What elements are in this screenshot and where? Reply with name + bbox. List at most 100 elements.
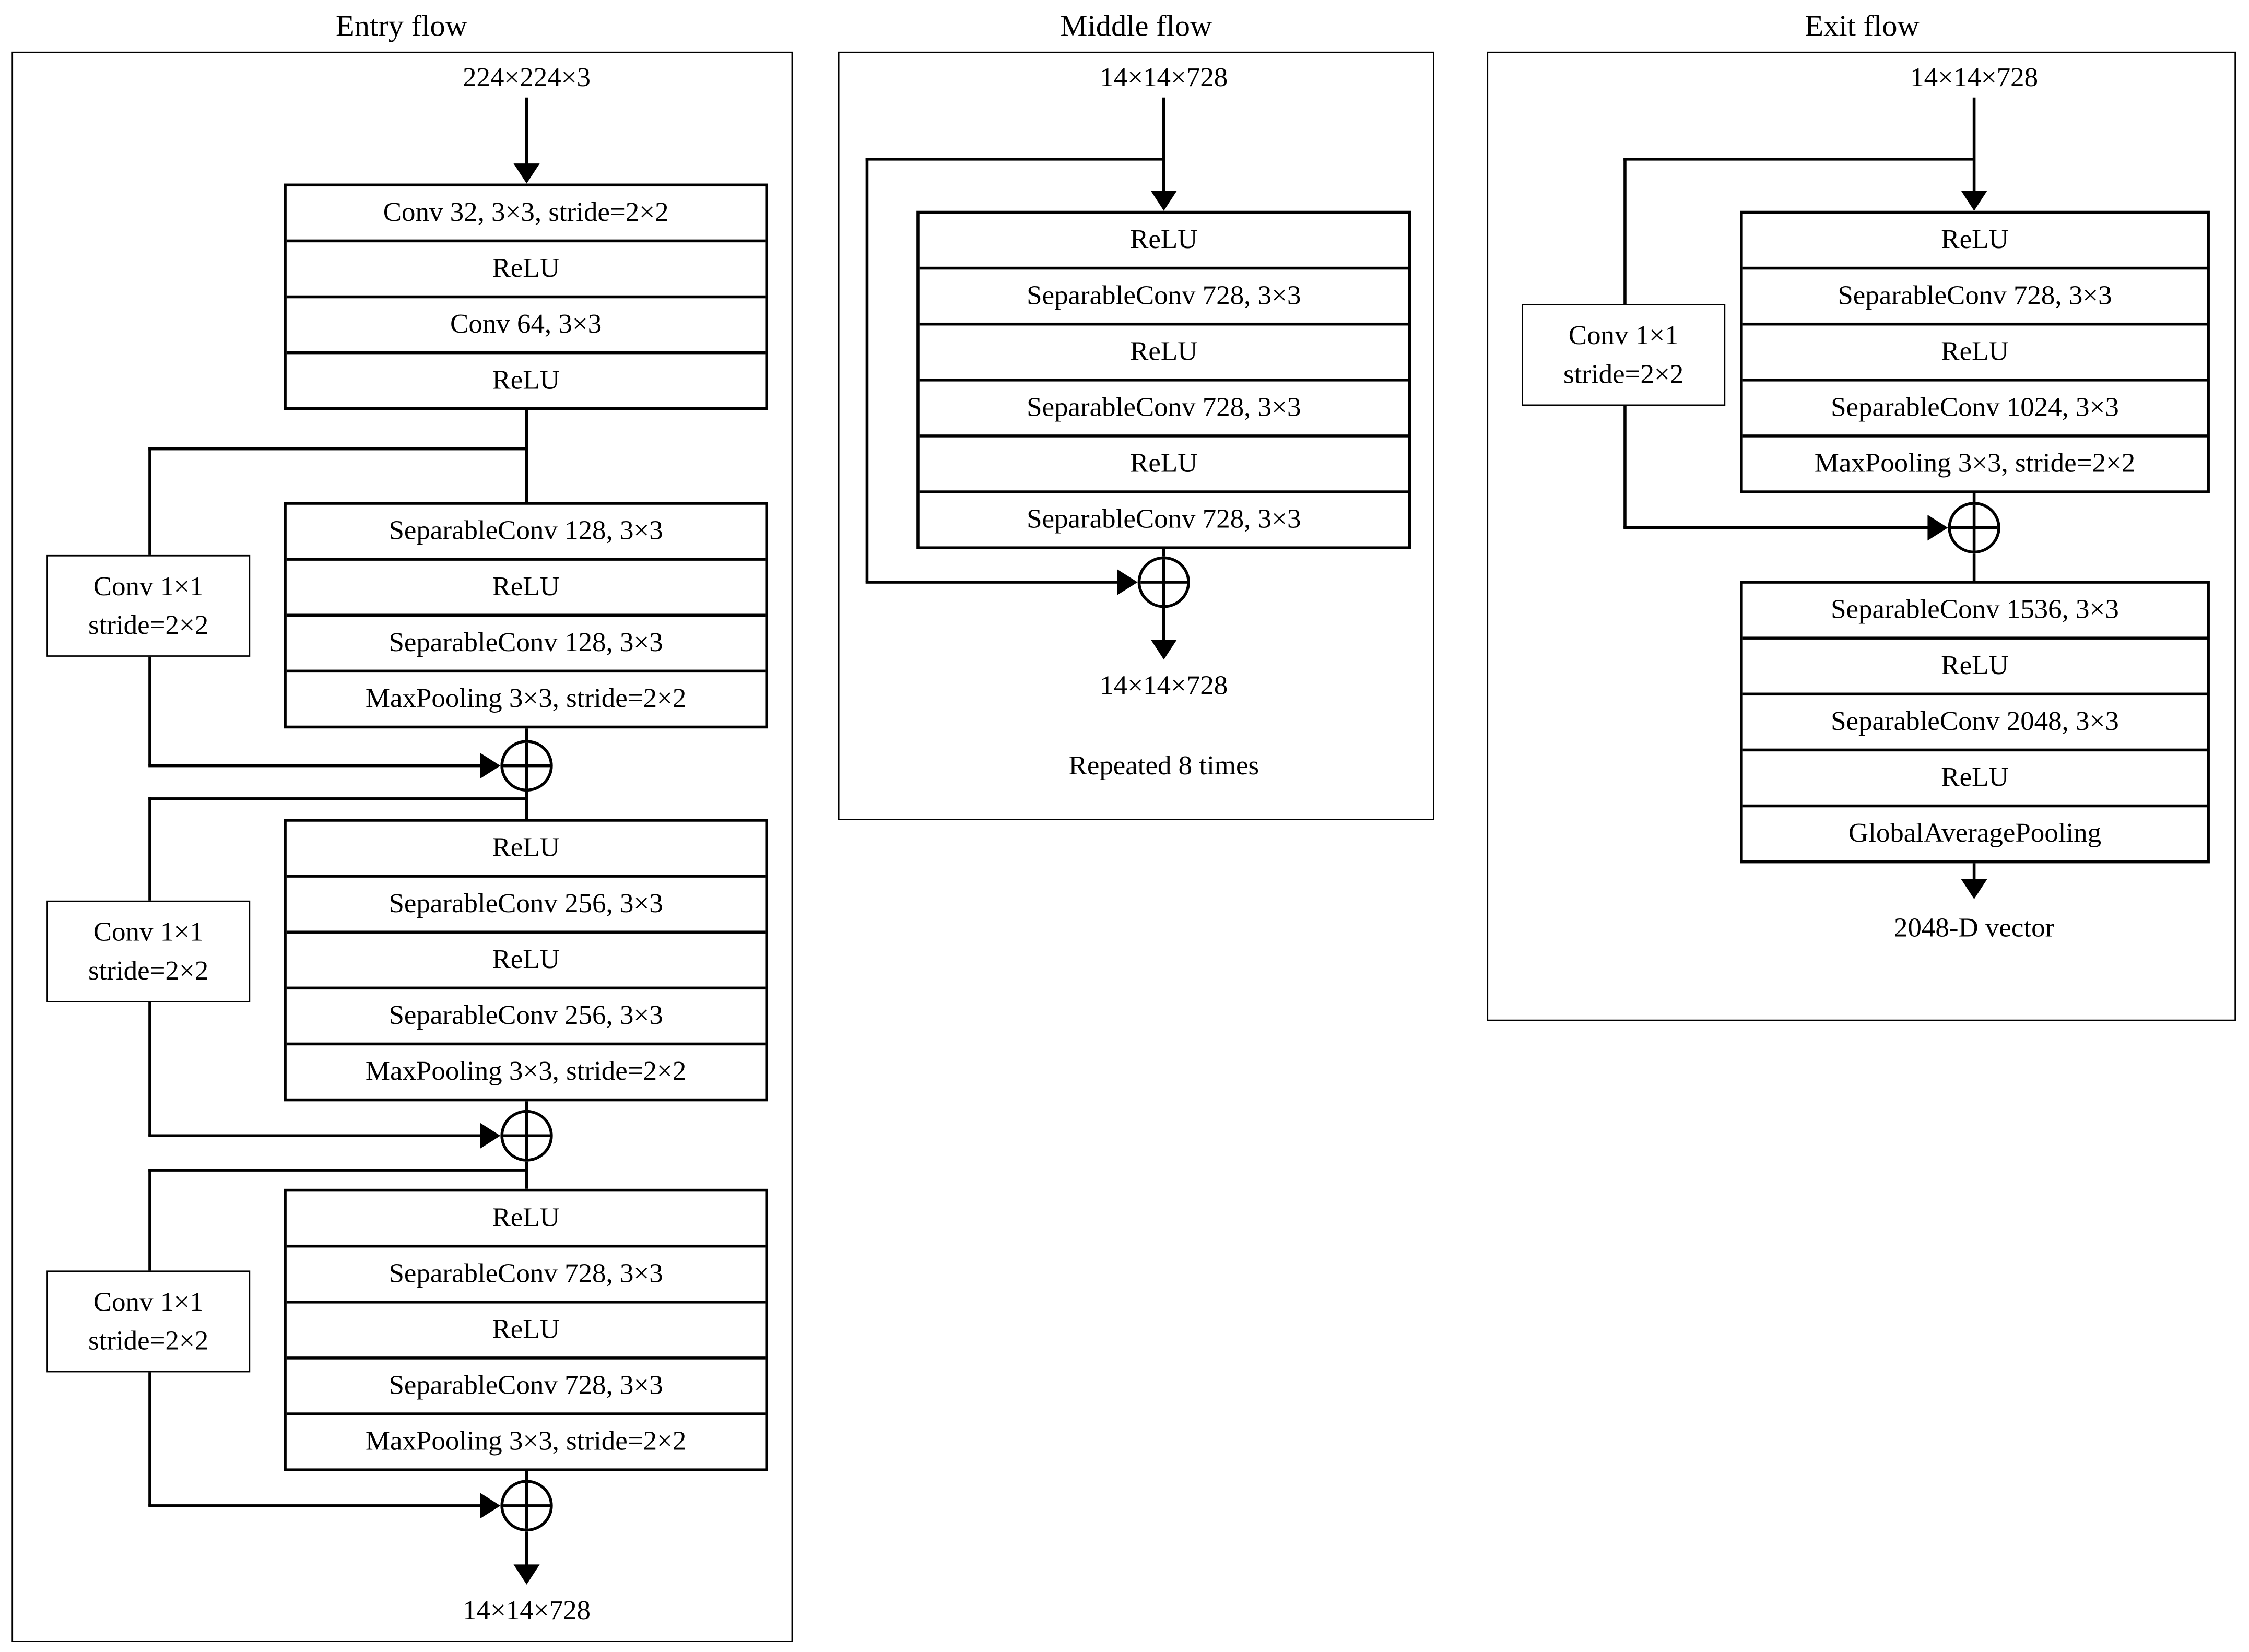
layer-row: Conv 32, 3×3, stride=2×2: [383, 197, 669, 228]
layer-row: SeparableConv 1536, 3×3: [1831, 594, 2119, 625]
middle-input-label: 14×14×728: [1100, 63, 1228, 93]
layer-row: ReLU: [286, 1301, 766, 1356]
arrow-down-icon: [1150, 639, 1177, 660]
plus-horizontal: [1951, 526, 1998, 529]
arrow-right-icon: [480, 1493, 501, 1519]
arrow-down-icon: [513, 163, 540, 184]
layer-row: ReLU: [286, 930, 766, 986]
layer-row: ReLU: [492, 832, 560, 863]
layer-row: SeparableConv 128, 3×3: [388, 515, 663, 546]
exit-flow-panel: [1487, 51, 2236, 1021]
skip-branch-line: [148, 447, 527, 451]
connector-line: [525, 1471, 528, 1480]
entry-flow-title: Entry flow: [336, 8, 467, 43]
skip-connector-line: [148, 764, 482, 768]
connector-line: [1972, 97, 1976, 193]
exit-input-label: 14×14×728: [1910, 63, 2039, 93]
connector-line: [525, 97, 528, 165]
add-merge-node: [500, 1110, 553, 1162]
skip-conv-box: Conv 1×1 stride=2×2: [46, 554, 251, 657]
connector-line: [1162, 608, 1165, 641]
layer-row: ReLU: [492, 1202, 560, 1233]
connector-line: [525, 728, 528, 740]
layer-row: SeparableConv 728, 3×3: [919, 379, 1408, 434]
add-merge-node: [1948, 502, 2000, 554]
layer-row: ReLU: [286, 239, 766, 296]
skip-branch-line: [148, 797, 527, 800]
plus-horizontal: [503, 1504, 550, 1507]
plus-horizontal: [1140, 581, 1187, 584]
layer-row: Conv 64, 3×3: [286, 295, 766, 351]
layer-row: ReLU: [1742, 748, 2207, 805]
entry-output-label: 14×14×728: [463, 1596, 591, 1626]
skip-connector-line: [148, 1504, 482, 1507]
layer-row: GlobalAveragePooling: [1742, 804, 2207, 860]
layer-row: ReLU: [1130, 224, 1198, 255]
connector-line: [1162, 97, 1165, 193]
layer-row: ReLU: [919, 434, 1408, 490]
entry-block2: SeparableConv 128, 3×3 ReLU SeparableCon…: [284, 502, 769, 729]
arrow-down-icon: [1150, 191, 1177, 211]
arrow-right-icon: [480, 1123, 501, 1149]
layer-row: MaxPooling 3×3, stride=2×2: [286, 1412, 766, 1468]
connector-line: [525, 1101, 528, 1110]
arrow-down-icon: [513, 1564, 540, 1585]
layer-row: ReLU: [919, 322, 1408, 379]
entry-block3: ReLU SeparableConv 256, 3×3 ReLU Separab…: [284, 819, 769, 1102]
skip-conv-box: Conv 1×1 stride=2×2: [1522, 304, 1726, 406]
skip-conv-line1: Conv 1×1: [93, 1287, 204, 1317]
connector-line: [1162, 549, 1165, 557]
exit-output-label: 2048-D vector: [1893, 913, 2055, 944]
entry-block1: Conv 32, 3×3, stride=2×2 ReLU Conv 64, 3…: [284, 183, 769, 410]
layer-row: SeparableConv 728, 3×3: [286, 1244, 766, 1301]
entry-input-label: 224×224×3: [463, 63, 591, 93]
add-merge-node: [500, 1480, 553, 1532]
skip-conv-line1: Conv 1×1: [93, 917, 204, 948]
layer-row: ReLU: [1941, 224, 2009, 255]
skip-branch-line: [1623, 158, 1974, 161]
skip-conv-line1: Conv 1×1: [93, 571, 204, 602]
layer-row: MaxPooling 3×3, stride=2×2: [1742, 434, 2207, 490]
arrow-down-icon: [1961, 879, 1987, 900]
skip-conv-line1: Conv 1×1: [1568, 320, 1679, 351]
layer-row: SeparableConv 256, 3×3: [286, 986, 766, 1043]
layer-row: MaxPooling 3×3, stride=2×2: [286, 669, 766, 726]
skip-branch-line: [148, 1169, 527, 1172]
layer-row: MaxPooling 3×3, stride=2×2: [286, 1042, 766, 1099]
layer-row: ReLU: [286, 558, 766, 613]
connector-line: [1972, 863, 1976, 881]
middle-output-label: 14×14×728: [1100, 671, 1228, 702]
plus-horizontal: [503, 1134, 550, 1137]
skip-conv-line2: stride=2×2: [88, 610, 209, 641]
skip-conv-line2: stride=2×2: [1563, 359, 1684, 390]
skip-connector-line: [865, 581, 1119, 584]
connector-line: [525, 410, 528, 502]
middle-block: ReLU SeparableConv 728, 3×3 ReLU Separab…: [916, 210, 1411, 549]
skip-connector-line: [148, 1134, 482, 1137]
layer-row: SeparableConv 1024, 3×3: [1742, 379, 2207, 434]
skip-branch-line: [865, 158, 1164, 161]
arrow-right-icon: [480, 752, 501, 779]
layer-row: ReLU: [1742, 636, 2207, 692]
connector-line: [1972, 553, 1976, 581]
connector-line: [525, 1531, 528, 1566]
exit-block2: SeparableConv 1536, 3×3 ReLU SeparableCo…: [1740, 581, 2210, 864]
plus-horizontal: [503, 764, 550, 768]
arrow-down-icon: [1961, 191, 1987, 211]
skip-conv-line2: stride=2×2: [88, 955, 209, 986]
exit-block1: ReLU SeparableConv 728, 3×3 ReLU Separab…: [1740, 210, 2210, 493]
layer-row: ReLU: [286, 351, 766, 407]
layer-row: SeparableConv 128, 3×3: [286, 613, 766, 670]
layer-row: SeparableConv 728, 3×3: [286, 1356, 766, 1412]
layer-row: SeparableConv 728, 3×3: [919, 266, 1408, 323]
arrow-right-icon: [1117, 569, 1138, 595]
skip-connector-line: [1623, 526, 1929, 529]
skip-conv-box: Conv 1×1 stride=2×2: [46, 900, 251, 1002]
connector-line: [525, 792, 528, 819]
skip-connector-line: [865, 158, 869, 583]
middle-flow-title: Middle flow: [1060, 8, 1212, 43]
add-merge-node: [1137, 556, 1190, 608]
middle-repeat-note: Repeated 8 times: [1068, 751, 1259, 782]
entry-block4: ReLU SeparableConv 728, 3×3 ReLU Separab…: [284, 1188, 769, 1471]
